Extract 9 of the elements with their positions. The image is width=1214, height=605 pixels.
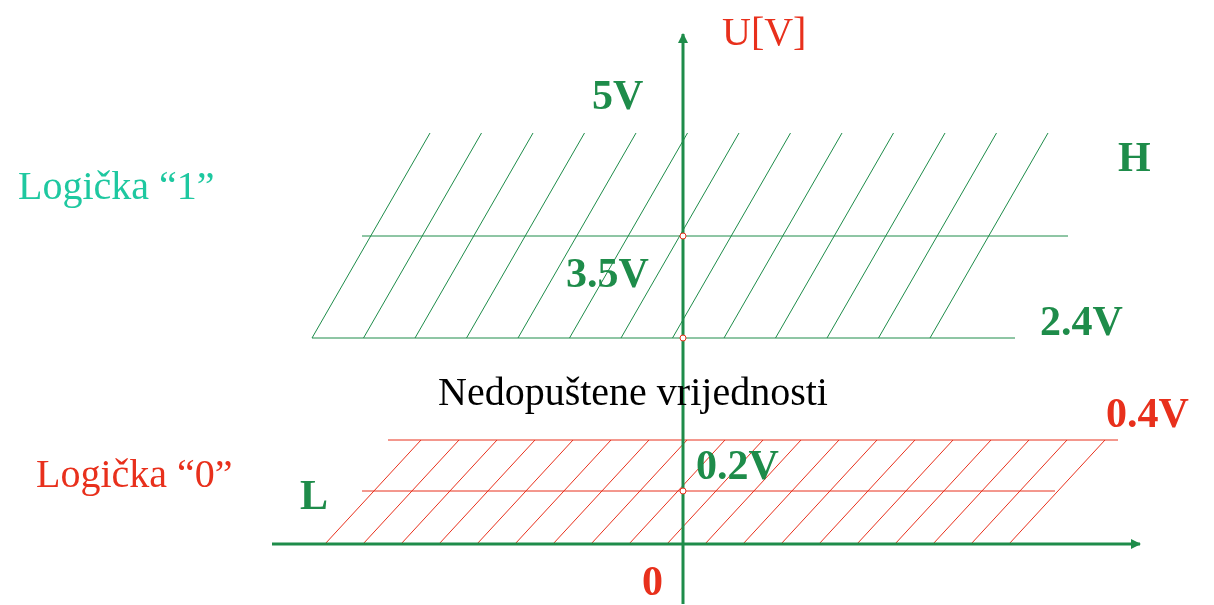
label: L (300, 474, 328, 516)
label: Logička “0” (36, 454, 233, 494)
label: 0.4V (1106, 392, 1189, 434)
label: H (1118, 136, 1151, 178)
label: 2.4V (1040, 300, 1123, 342)
label: U[V] (722, 12, 807, 52)
label: 0 (642, 560, 663, 602)
label: Logička “1” (18, 166, 215, 206)
label: 5V (592, 74, 644, 116)
